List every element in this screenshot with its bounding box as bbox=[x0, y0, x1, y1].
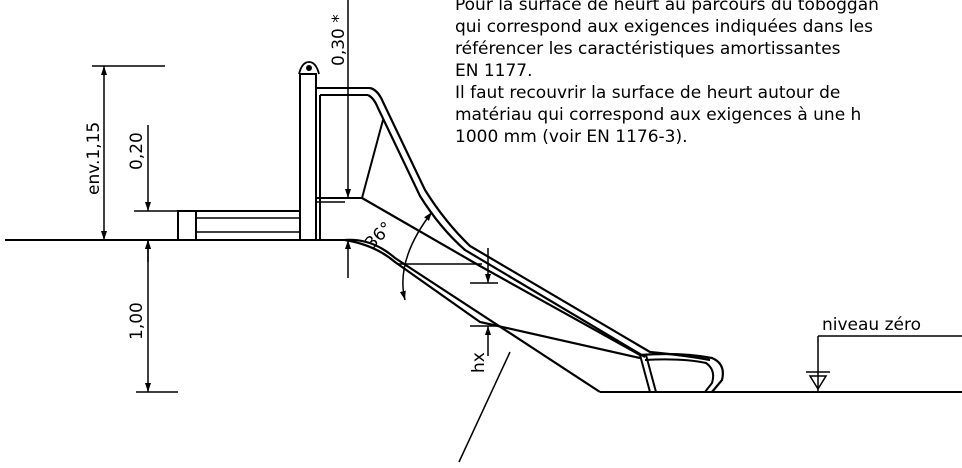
dimension-total-height-label: env.1,15 bbox=[84, 122, 104, 195]
slide bbox=[316, 86, 724, 393]
note-line: qui correspond aux exigences indiquées d… bbox=[455, 17, 873, 37]
ground-level-label: niveau zéro bbox=[822, 315, 921, 335]
leader-line bbox=[458, 351, 511, 463]
dimension-below-ground: 1,00 bbox=[127, 240, 178, 393]
note-line: référencer les caractéristiques amortiss… bbox=[455, 39, 841, 59]
dimension-hx-label: hx bbox=[469, 352, 489, 373]
dimension-top-clearance: 0,30 * bbox=[329, 0, 351, 278]
note-line: Il faut recouvrir la surface de heurt au… bbox=[455, 83, 841, 103]
note-line: matériau qui correspond aux exigences à … bbox=[455, 105, 862, 125]
note-line: Pour la surface de heurt au parcours du … bbox=[455, 0, 879, 15]
dimension-total-height: env.1,15 bbox=[84, 65, 165, 240]
dimension-below-ground-label: 1,00 bbox=[127, 302, 147, 340]
note-line: 1000 mm (voir EN 1176-3). bbox=[455, 127, 688, 147]
ground-level-marker: niveau zéro bbox=[806, 315, 962, 392]
post bbox=[298, 61, 320, 241]
note-line: EN 1177. bbox=[455, 61, 533, 81]
dimension-angle-label: 36° bbox=[361, 218, 396, 253]
dimension-platform-rise-label: 0,20 bbox=[127, 132, 147, 170]
dimension-top-clearance-label: 0,30 * bbox=[329, 14, 349, 66]
bench bbox=[177, 210, 301, 241]
dimension-hx: hx bbox=[469, 248, 498, 373]
dimension-platform-rise: 0,20 bbox=[127, 125, 178, 262]
notes-text-block: Pour la surface de heurt au parcours du … bbox=[455, 0, 962, 148]
